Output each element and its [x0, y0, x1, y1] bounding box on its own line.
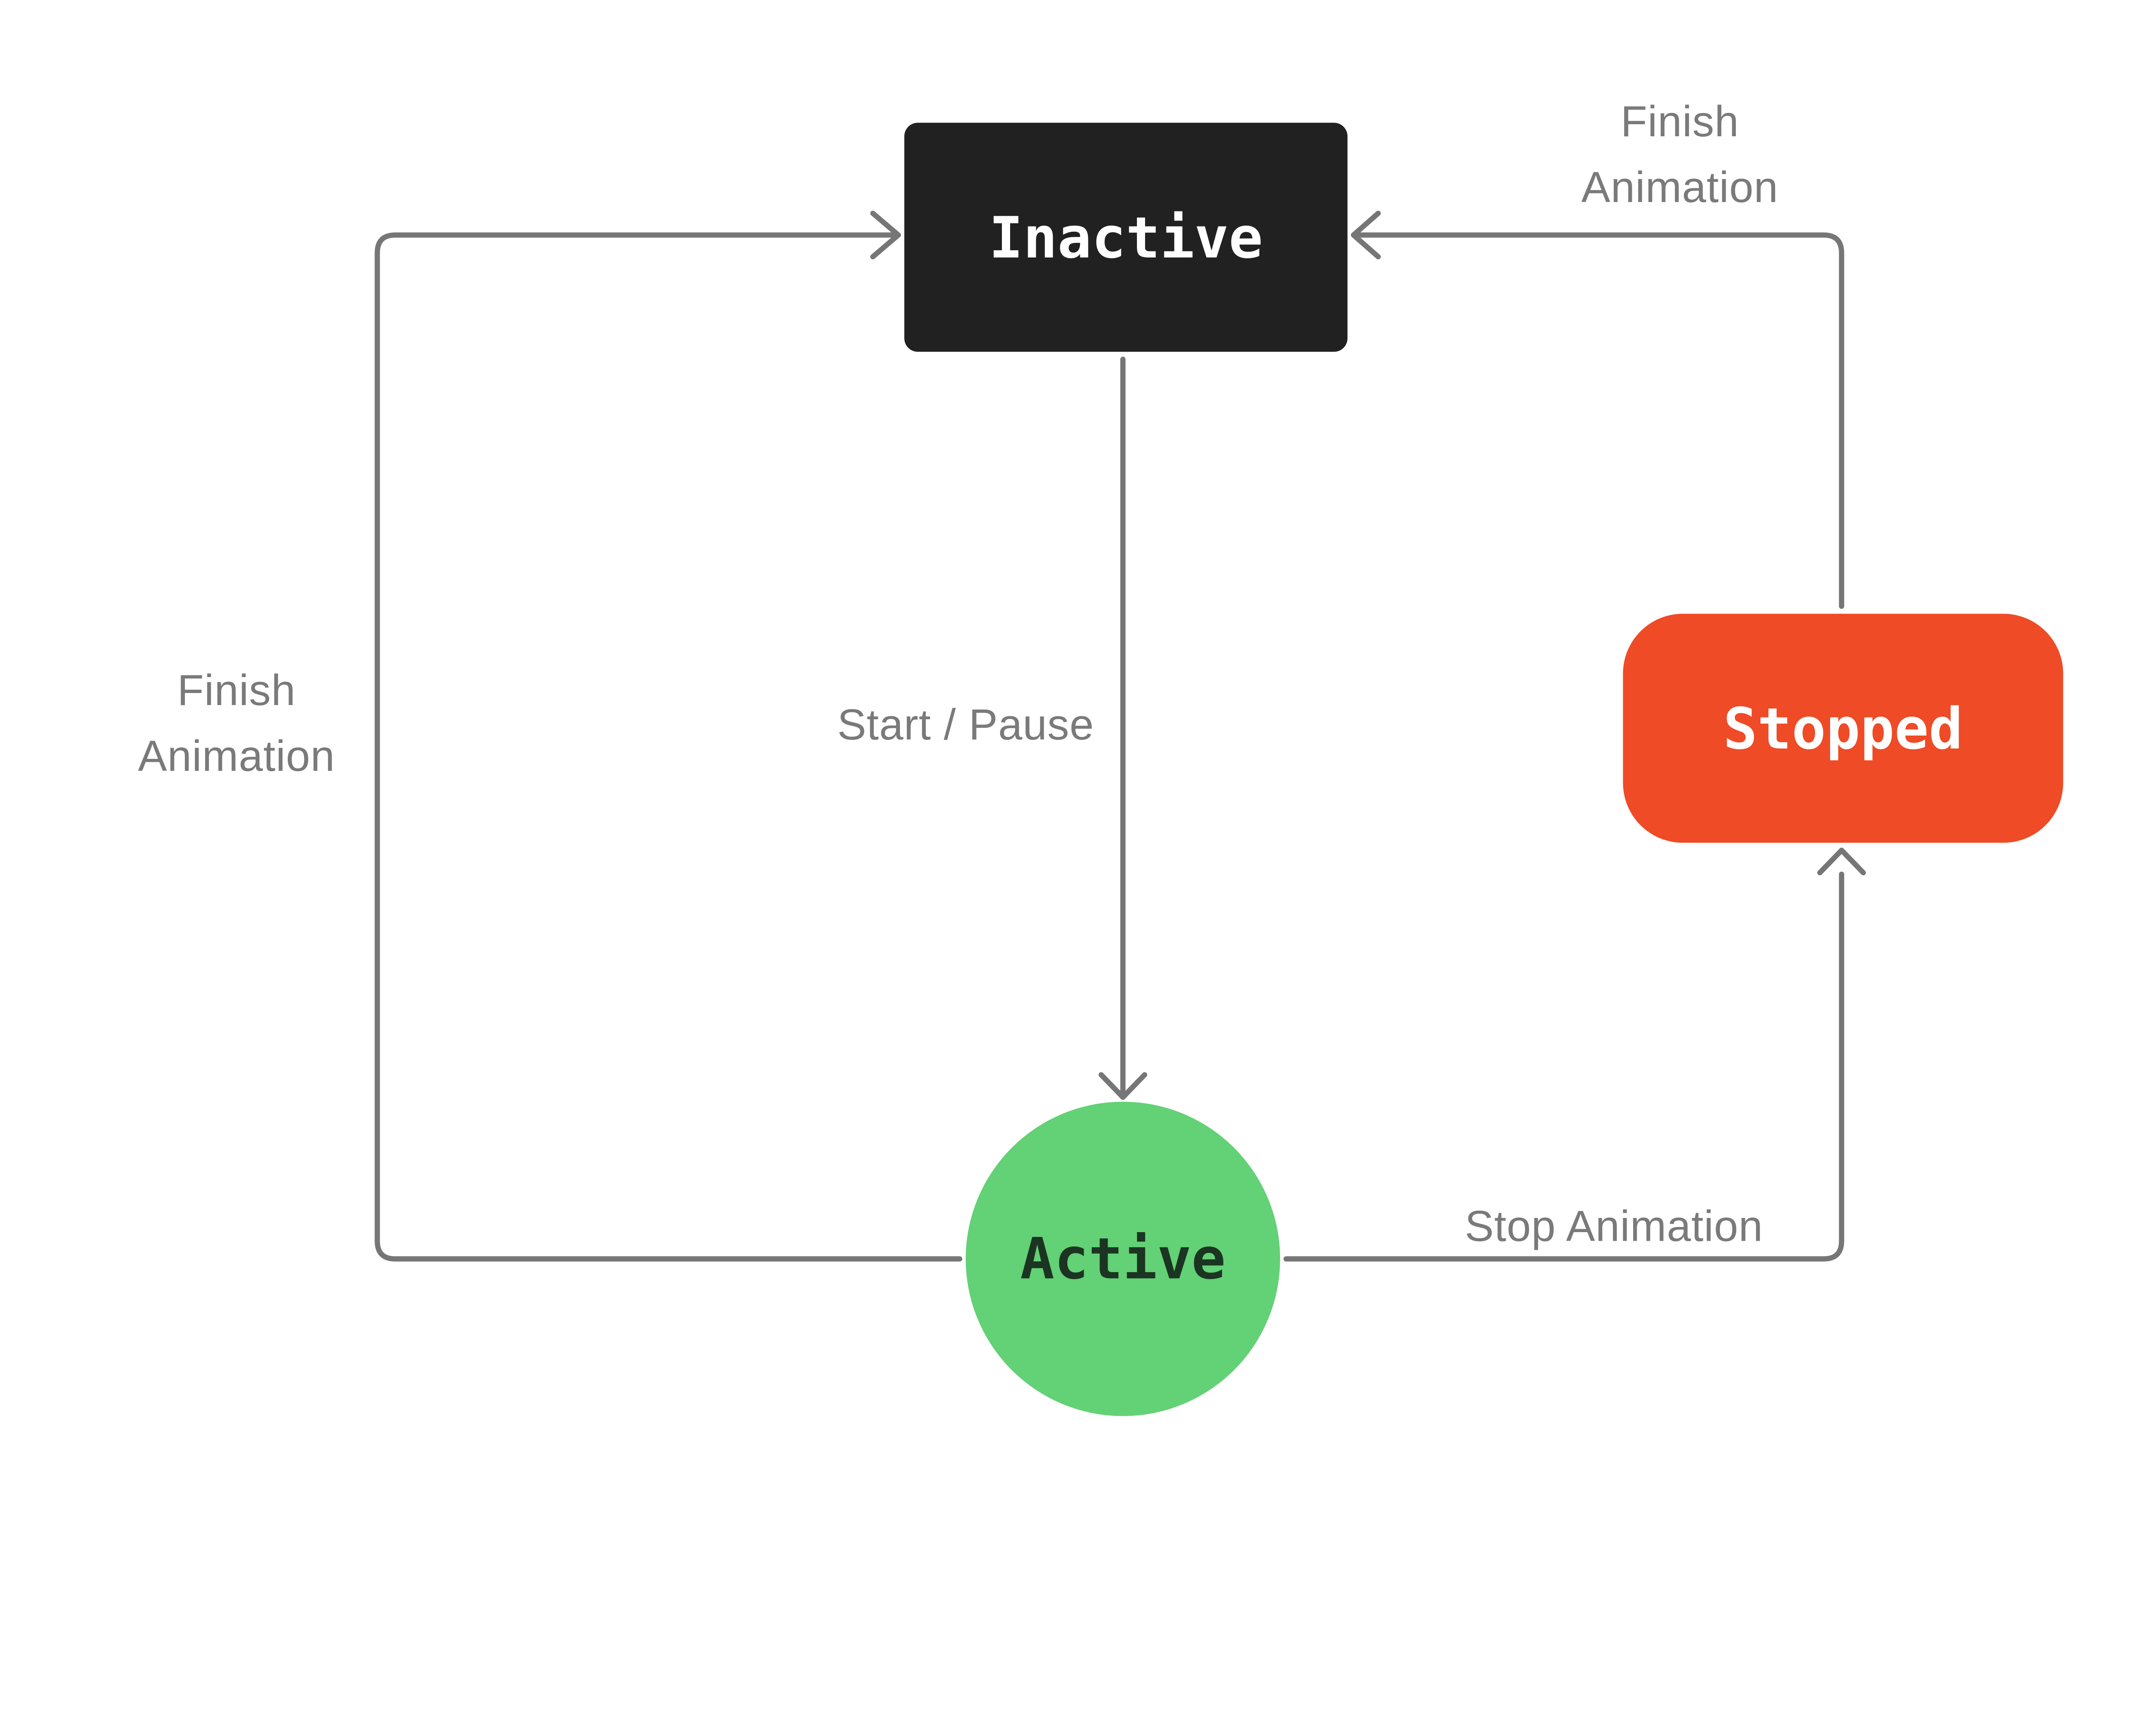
arrowhead-down-icon — [1098, 1072, 1148, 1100]
edge-label-line: Finish — [1620, 98, 1739, 147]
edge-label-finish-animation-top: Finish Animation — [1581, 90, 1778, 221]
edge-active-to-inactive-line — [375, 232, 962, 1262]
edge-label-stop-animation: Stop Animation — [1465, 1203, 1763, 1251]
edge-inactive-to-active — [1098, 356, 1148, 1100]
edge-label-line: Finish — [177, 667, 296, 716]
edge-label-start-pause: Start / Pause — [837, 702, 1094, 750]
state-node-stopped: Stopped — [1623, 613, 2064, 843]
state-label-stopped: Stopped — [1723, 695, 1963, 761]
edge-active-to-stopped — [1283, 847, 1866, 1262]
edge-label-line: Animation — [138, 733, 335, 782]
arrowhead-left-icon — [1351, 211, 1381, 260]
edge-label-finish-animation-left: Finish Animation — [138, 659, 335, 790]
state-label-active: Active — [1020, 1226, 1226, 1292]
state-diagram-canvas: Inactive Stopped Active Finish Animation… — [138, 90, 2064, 1416]
edge-stopped-to-inactive-line — [1355, 232, 1844, 609]
state-node-active: Active — [965, 1101, 1281, 1416]
edge-active-to-inactive — [375, 211, 962, 1262]
arrowhead-up-icon — [1817, 847, 1866, 876]
edges-layer — [375, 211, 1866, 1262]
edge-stopped-to-inactive — [1351, 211, 1844, 609]
arrowhead-right-icon — [870, 211, 901, 260]
state-node-inactive: Inactive — [904, 123, 1348, 352]
edge-label-line: Animation — [1581, 165, 1778, 213]
state-label-inactive: Inactive — [989, 204, 1263, 270]
edge-active-to-stopped-line — [1283, 871, 1844, 1262]
